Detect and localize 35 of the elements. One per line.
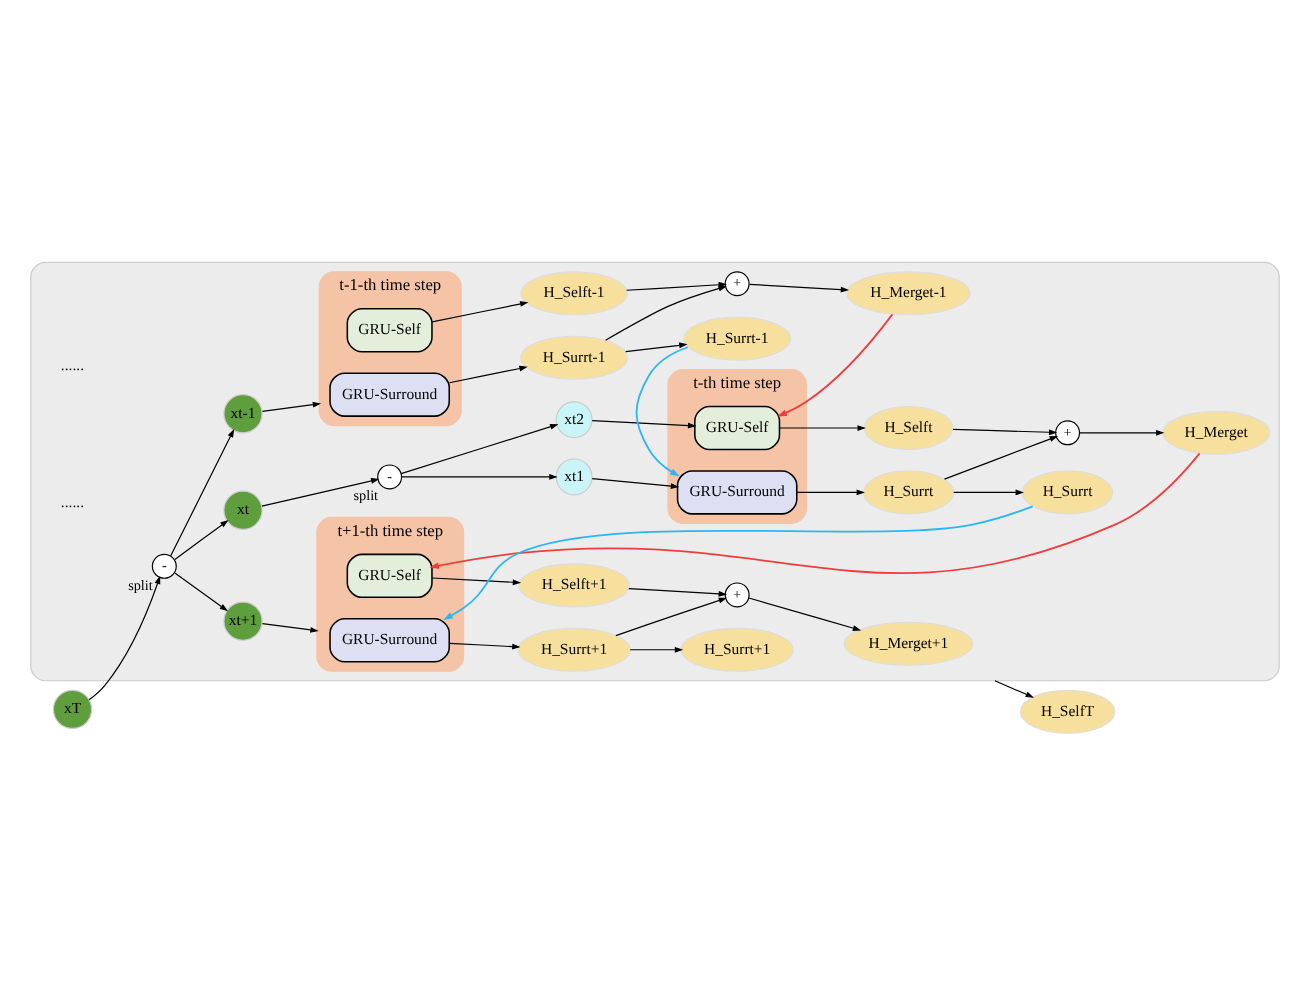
- arrow: [400, 423, 559, 475]
- arrow: [591, 419, 697, 429]
- arrow: [943, 436, 1058, 480]
- arrow: [777, 313, 894, 417]
- arrow: [625, 342, 688, 353]
- arrow: [174, 572, 229, 612]
- arrow: [261, 623, 319, 633]
- arrow: [629, 646, 684, 653]
- arrow: [170, 428, 235, 557]
- arrow: [1079, 429, 1165, 436]
- arrow: [431, 577, 522, 586]
- arrow: [626, 281, 727, 291]
- arrow: [401, 474, 558, 480]
- arrow: [628, 587, 727, 597]
- arrow: [88, 575, 161, 701]
- arrow: [429, 452, 1201, 575]
- arrow: [591, 477, 680, 490]
- arrow: [953, 489, 1024, 496]
- arrow: [796, 489, 865, 496]
- arrow: [261, 478, 380, 507]
- arrow: [635, 346, 689, 477]
- arrow: [748, 283, 850, 293]
- arrow: [261, 401, 322, 412]
- arrow: [779, 425, 866, 431]
- arrow: [448, 365, 528, 384]
- arrow: [748, 597, 862, 631]
- arrow: [443, 505, 1034, 620]
- arrow: [615, 597, 728, 637]
- arrow: [994, 680, 1035, 698]
- arrow: [431, 301, 529, 323]
- cluster: [30, 261, 1280, 682]
- arrow: [952, 428, 1058, 436]
- arrow: [605, 285, 727, 341]
- arrow: [174, 520, 229, 561]
- arrow: [448, 642, 521, 650]
